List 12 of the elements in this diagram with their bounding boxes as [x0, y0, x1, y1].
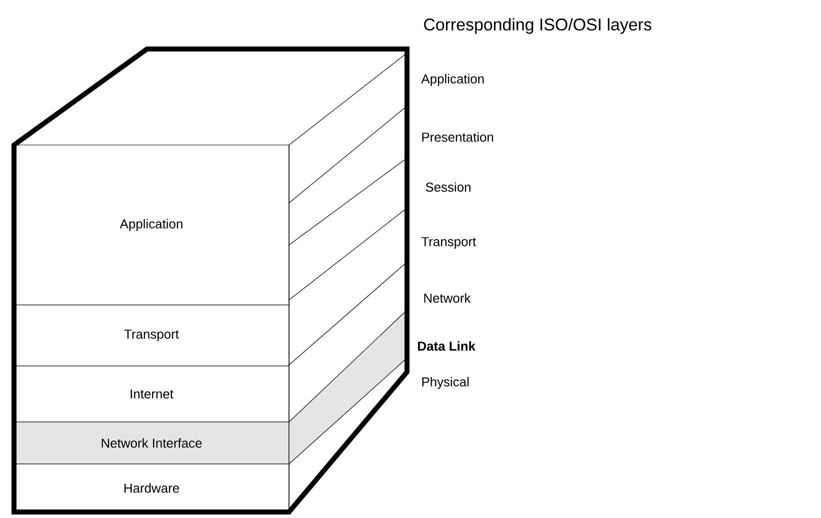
layer-name: Application [421, 74, 484, 86]
layer-name: Presentation [422, 132, 494, 142]
layer-name: Transport [422, 237, 476, 249]
layer-box: Transport [14, 304, 290, 366]
layer-name: Network [424, 293, 471, 303]
layer-box: Hardware [14, 464, 290, 512]
heading: Corresponding ISO/OSI layers [424, 18, 652, 34]
shaded-band [289, 310, 407, 464]
layer-name: Physical [422, 376, 469, 390]
layer-box: Network Interface [14, 422, 290, 464]
layer-name: Session [426, 182, 470, 192]
layer-box: Internet [14, 366, 290, 422]
